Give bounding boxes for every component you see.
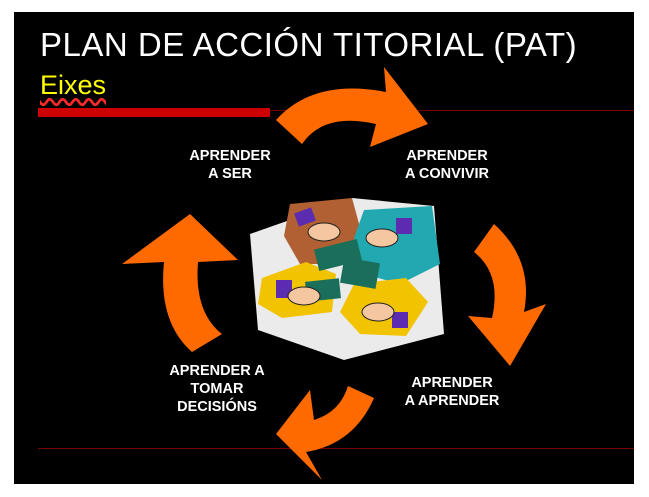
label-line: APRENDER A	[169, 363, 265, 379]
title-accent-bar	[38, 108, 270, 117]
label-line: APRENDER	[411, 375, 493, 391]
label-line: A CONVIVIR	[404, 166, 490, 182]
label-line: A SER	[208, 166, 252, 182]
label-line: APRENDER	[406, 148, 488, 164]
cycle-label-aprender-a-convivir: APRENDER A CONVIVIR	[372, 147, 522, 183]
slide-subtitle: Eixes	[40, 70, 107, 100]
cycle-diagram	[122, 67, 546, 480]
slide-title: PLAN DE ACCIÓN TITORIAL (PAT)	[40, 26, 578, 63]
cycle-arrow-top	[276, 67, 428, 147]
divider-bottom	[38, 448, 634, 449]
cycle-label-aprender-a-aprender: APRENDER A APRENDER	[377, 374, 527, 410]
cycle-arrow-left	[122, 214, 238, 352]
label-line: DECISIÓNS	[177, 399, 257, 415]
cycle-arrow-right	[468, 224, 546, 366]
label-line: APRENDER	[189, 148, 271, 164]
cycle-arrow-bottom	[276, 386, 374, 480]
cycle-label-aprender-a-ser: APRENDER A SER	[155, 147, 305, 183]
puzzle-hands-image	[250, 198, 444, 360]
cycle-label-aprender-a-tomar-decisions: APRENDER A TOMAR DECISIÓNS	[142, 362, 292, 416]
slide: PLAN DE ACCIÓN TITORIAL (PAT) Eixes	[14, 12, 634, 484]
label-line: TOMAR	[190, 381, 244, 397]
label-line: A APRENDER	[404, 393, 500, 409]
